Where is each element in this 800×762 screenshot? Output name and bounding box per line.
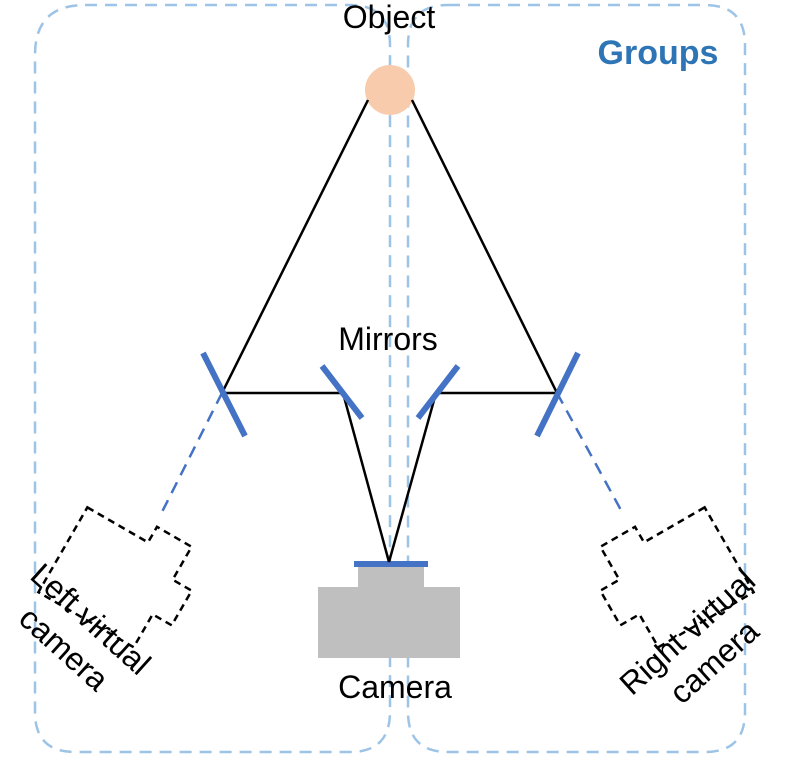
object-dot	[365, 65, 415, 115]
ray-paths	[219, 99, 560, 563]
camera-label: Camera	[338, 669, 452, 705]
left-ray-path	[219, 99, 391, 563]
mirrors	[200, 351, 581, 438]
object-label: Object	[343, 0, 436, 35]
outer-right-mirror	[534, 351, 581, 438]
outer-left-mirror	[200, 351, 248, 438]
virtual-view-lines	[160, 392, 624, 513]
inner-right-mirror	[415, 364, 461, 420]
right-virtual-view-line	[555, 392, 624, 513]
mirrors-label: Mirrors	[338, 321, 438, 357]
groups-label: Groups	[598, 34, 719, 72]
right-virtual-camera-outline	[598, 505, 756, 649]
camera-lens-housing	[358, 566, 424, 588]
left-virtual-view-line	[160, 392, 224, 513]
right-virtual-camera	[598, 505, 756, 649]
left-virtual-camera-outline	[36, 505, 194, 649]
camera-body	[318, 587, 460, 658]
right-ray-path	[387, 99, 560, 563]
camera	[318, 561, 460, 658]
groups	[33, 3, 747, 754]
left-group-outline	[33, 3, 392, 754]
inner-left-mirror	[319, 364, 365, 420]
left-virtual-camera	[36, 505, 194, 649]
